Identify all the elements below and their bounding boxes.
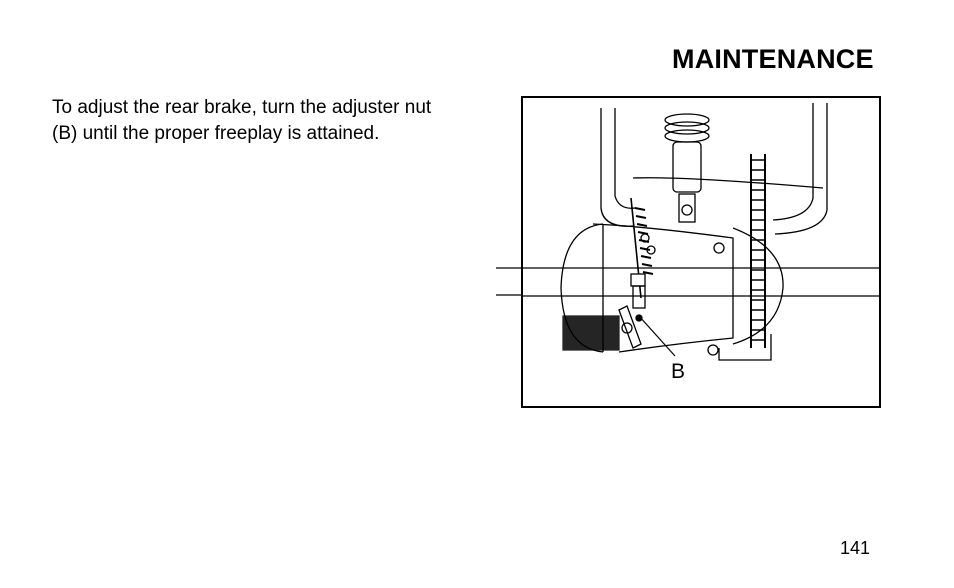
- page-number: 141: [840, 538, 871, 558]
- instruction-line-1: To adjust the rear brake, turn the adjus…: [52, 97, 432, 118]
- brake-assembly-drawing: [523, 103, 879, 361]
- instruction-paragraph: To adjust the rear brake, turn the adjus…: [52, 95, 512, 147]
- section-title: MAINTENANCE: [672, 44, 874, 74]
- instruction-line-2: (B) until the proper freeplay is attaine…: [52, 123, 380, 144]
- rear-brake-illustration: B: [521, 96, 881, 408]
- axle-stub-left: [496, 267, 524, 296]
- callout-label-b: B: [671, 360, 686, 383]
